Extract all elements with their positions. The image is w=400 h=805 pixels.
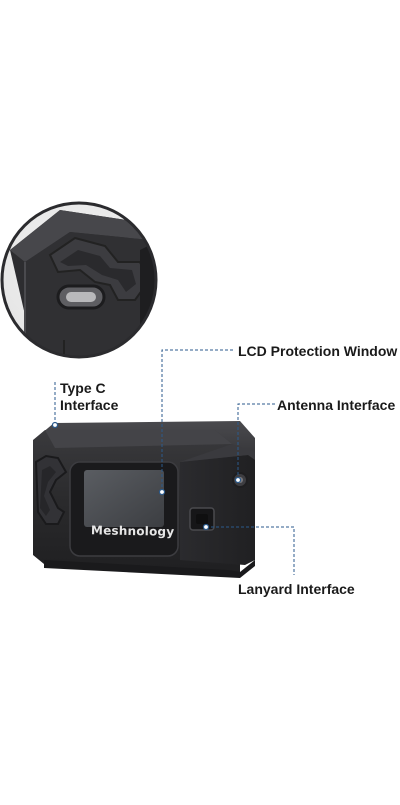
type-c-label-line2: Interface xyxy=(60,397,119,413)
device-body xyxy=(33,421,255,578)
zoom-detail-circle xyxy=(0,201,158,359)
antenna-label: Antenna Interface xyxy=(277,397,396,413)
device-brand-logo: Meshnology xyxy=(90,523,175,539)
type-c-label: Type C Interface xyxy=(60,380,118,414)
lcd-callout-line xyxy=(161,349,234,492)
antenna-callout-line xyxy=(237,403,275,480)
lanyard-label: Lanyard Interface xyxy=(238,581,355,597)
callout-lines xyxy=(54,349,295,575)
lanyard-callout-line xyxy=(206,526,295,575)
lcd-window-label: LCD Protection Window xyxy=(238,343,398,359)
callout-dots xyxy=(51,421,242,531)
type-c-label-line1: Type C xyxy=(60,380,106,396)
